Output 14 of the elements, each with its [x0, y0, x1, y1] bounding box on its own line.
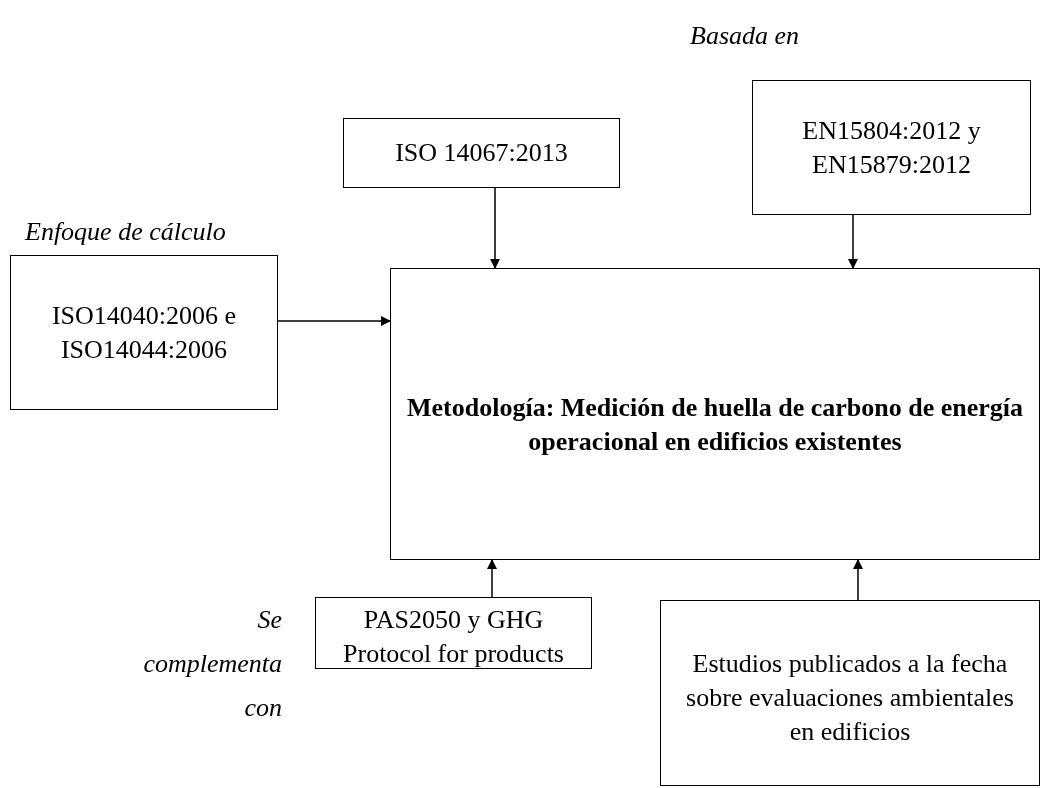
text-box: EN15804:2012 y EN15879:2012	[752, 80, 1031, 215]
text-box: ISO14040:2006 e ISO14044:2006	[10, 255, 278, 410]
text-box: Estudios publicados a la fecha sobre evaluaciones ambientales en edificios	[660, 600, 1040, 786]
italic-label: Basada en	[690, 20, 801, 52]
text-box: ISO 14067:2013	[343, 118, 620, 188]
arrow	[277, 316, 391, 326]
arrow	[848, 214, 858, 269]
text-box: PAS2050 y GHG Protocol for products	[315, 597, 592, 669]
italic-label: Enfoque de cálculo	[25, 216, 227, 248]
italic-label: Se complementa con	[142, 604, 282, 724]
text-box: Metodología: Medición de huella de carbono de energía operacional en edificios existentes	[390, 268, 1040, 560]
arrow	[490, 187, 500, 269]
arrow	[853, 559, 863, 601]
arrow	[487, 559, 497, 598]
